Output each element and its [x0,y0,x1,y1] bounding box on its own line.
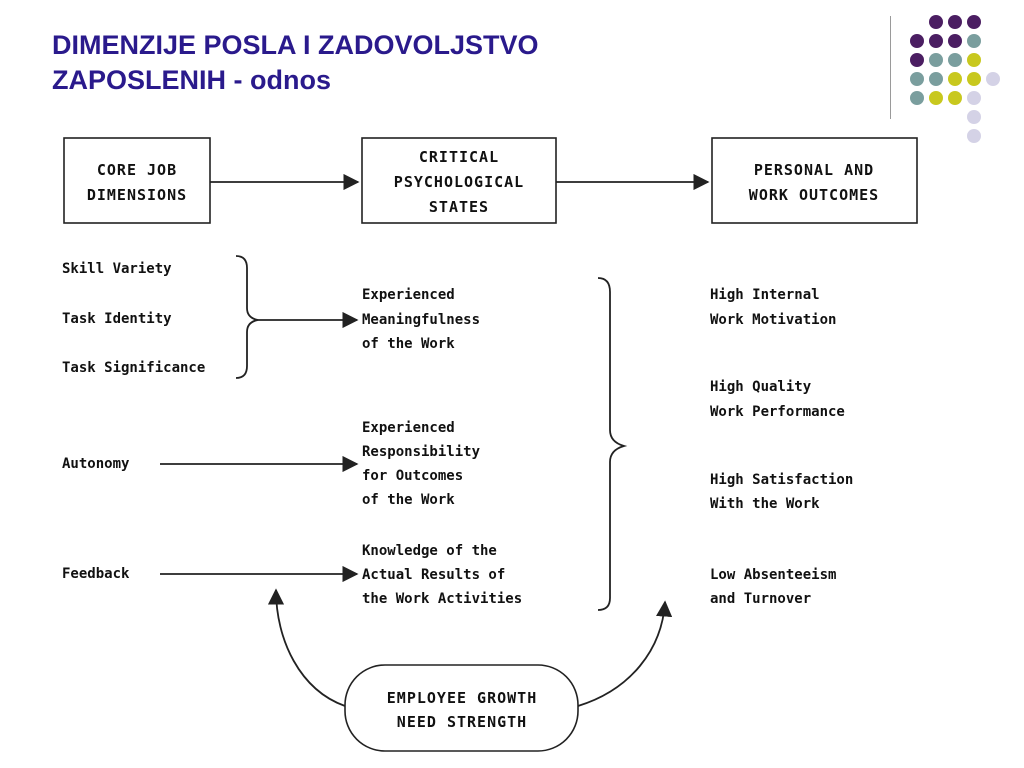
core-header-line-2: DIMENSIONS [87,186,187,204]
states-bracket [597,277,628,611]
knowledge-line-2: Actual Results of [362,567,505,583]
decorative-dot [910,53,924,67]
responsibility-line-3: for Outcomes [362,468,463,484]
critical-states-box [361,137,557,224]
outcome-absenteeism-line-2: and Turnover [710,591,811,607]
decorative-dot [967,72,981,86]
decorative-dot-grid [910,15,1000,143]
decorative-dot [929,34,943,48]
outcome-satisfaction-line-2: With the Work [710,496,820,512]
dimension-skill-variety: Skill Variety [62,261,172,277]
decorative-dot [948,91,962,105]
outcome-motivation-line-2: Work Motivation [710,312,836,328]
outcome-satisfaction-line-1: High Satisfaction [710,472,853,488]
decorative-dot [910,34,924,48]
decorative-dot [929,72,943,86]
decorative-dot [948,53,962,67]
decorative-dot [929,53,943,67]
critical-header-line-2: PSYCHOLOGICAL [394,173,524,191]
title-divider [890,16,891,119]
critical-header-line-3: STATES [429,198,489,216]
decorative-dot [967,91,981,105]
decorative-dot [910,72,924,86]
outcome-performance-line-2: Work Performance [710,404,845,420]
moderator-line-2: NEED STRENGTH [397,713,527,731]
outcome-absenteeism-line-1: Low Absenteeism [710,567,836,583]
outcome-performance-line-1: High Quality [710,379,812,395]
responsibility-line-1: Experienced [362,420,455,436]
growth-need-strength-oval [344,664,579,752]
knowledge-line-3: the Work Activities [362,591,522,607]
dimension-task-identity: Task Identity [62,311,172,327]
responsibility-line-4: of the Work [362,492,455,508]
dimension-bracket [235,255,259,379]
decorative-dot [967,53,981,67]
decorative-dot [948,34,962,48]
knowledge-line-1: Knowledge of the [362,543,497,559]
title-line-1: DIMENZIJE POSLA I ZADOVOLJSTVO [52,30,539,60]
decorative-dot [948,72,962,86]
decorative-dot [948,15,962,29]
decorative-dot [929,91,943,105]
outcome-motivation-line-1: High Internal [710,287,820,303]
critical-header-line-1: CRITICAL [419,148,499,166]
responsibility-line-2: Responsibility [362,444,481,460]
slide-title: DIMENZIJE POSLA I ZADOVOLJSTVO ZAPOSLENI… [52,28,539,98]
outcomes-box [711,137,918,224]
decorative-dot [967,110,981,124]
moderator-line-1: EMPLOYEE GROWTH [387,689,537,707]
moderator-left-arrow [267,588,346,707]
moderator-right-arrow [577,600,673,707]
core-header-line-1: CORE JOB [97,161,177,179]
decorative-dot [967,15,981,29]
decorative-dot [910,91,924,105]
decorative-dot [967,129,981,143]
meaningfulness-line-3: of the Work [362,336,455,352]
dimension-task-significance: Task Significance [62,360,205,376]
decorative-dot [986,72,1000,86]
core-dimensions-box [63,137,211,224]
dimension-feedback: Feedback [62,566,130,582]
outcomes-header-line-1: PERSONAL AND [754,161,874,179]
decorative-dot [967,34,981,48]
decorative-dot [929,15,943,29]
dimension-autonomy: Autonomy [62,456,130,472]
meaningfulness-line-2: Meaningfulness [362,312,480,328]
meaningfulness-line-1: Experienced [362,287,455,303]
title-line-2: ZAPOSLENIH - odnos [52,65,331,95]
outcomes-header-line-2: WORK OUTCOMES [749,186,879,204]
